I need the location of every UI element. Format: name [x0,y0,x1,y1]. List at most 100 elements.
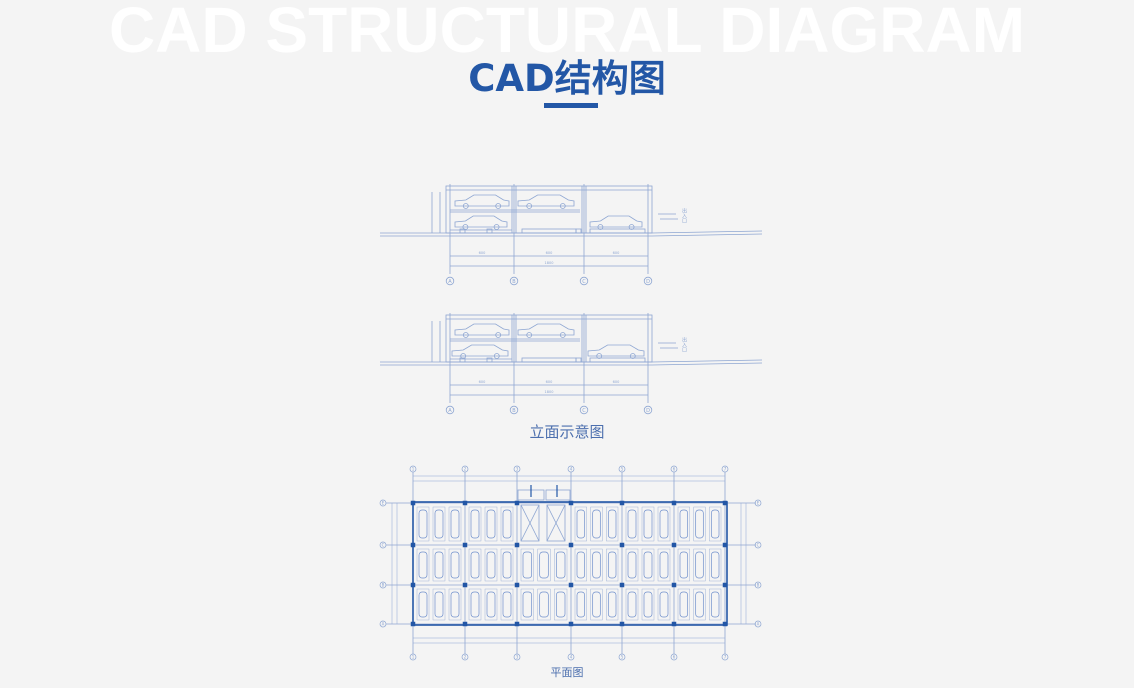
pallet-ground [521,357,577,363]
parking-bay [574,588,587,621]
parking-bay [590,548,603,582]
car-wheel [628,224,635,230]
car-topview [643,509,653,539]
car-wheel [559,203,566,209]
lift-unit [520,504,540,542]
parking-bay [693,506,706,542]
parking-bay [520,588,534,621]
car-wheel [596,353,603,359]
parking-bay [641,588,655,621]
column-marker [671,500,677,506]
car-topview [643,591,653,618]
parking-bay [484,548,498,582]
column-marker [462,621,468,627]
axis-label: D [646,408,650,414]
parking-bay [590,506,603,542]
car-wheel [629,353,636,359]
parking-bay [416,548,430,582]
parking-bay [693,588,706,621]
car-wheel [495,203,502,209]
grid-row-label: E [757,501,760,506]
grid-bubble [754,620,762,628]
span-dimension: 600 [546,380,553,384]
car-topview [486,551,496,579]
parking-bay [416,506,430,542]
column-marker [671,621,677,627]
parking-bay [537,548,551,582]
pallet-ground [521,228,577,234]
grid-column-label: 4 [570,467,573,472]
car-topview [539,551,549,579]
car-topview [539,591,549,618]
total-dimension: 1800 [545,390,554,394]
column-marker [410,582,416,588]
column-marker [514,500,520,506]
parking-bay [709,588,722,621]
parking-bay [709,506,722,542]
grid-bubble [461,465,469,473]
car-wheel [462,203,469,209]
axis-label: B [512,279,516,285]
elevation-frame [445,185,653,234]
car-topview [627,551,637,579]
column-marker [722,621,728,627]
car-ground [589,215,643,228]
lift-cross [520,504,540,542]
car-topview [576,509,586,539]
grid-bubble [721,465,729,473]
car-topview [418,591,428,618]
title-underline [544,103,598,108]
grid-row-label: B [382,583,385,588]
support-post [486,357,493,363]
page-title: CAD结构图 [468,57,666,100]
column-marker [568,542,574,548]
axis-bubble [509,276,519,286]
background-watermark-text: CAD STRUCTURAL DIAGRAM [108,0,1026,66]
car-topview [695,509,704,539]
entrance-label: 出入口 [681,207,687,224]
grid-bubble [409,465,417,473]
column-marker [568,500,574,506]
car-topview [710,509,720,539]
car-topview [418,551,428,579]
parking-bay [520,548,534,582]
car-topview [576,591,586,618]
car-topview [710,551,720,579]
column-marker [722,582,728,588]
car-topview [555,551,566,579]
grid-bubble [670,653,678,661]
car-topview [592,509,601,539]
grid-column-label: 1 [412,655,415,660]
column-marker [568,582,574,588]
grid-bubble [513,465,521,473]
car-wheel [597,224,604,230]
parking-bay [709,548,722,582]
elevation-frame [445,314,653,363]
car-topview [502,591,512,618]
car-topview [470,509,480,539]
column-marker [514,542,520,548]
pallet-ground [589,357,646,363]
axis-label: B [512,408,516,414]
car-upper [517,323,575,336]
parking-bay [574,506,587,542]
grid-bubble [513,653,521,661]
parking-bay [590,588,603,621]
car-topview [679,591,689,618]
span-dimension: 600 [546,251,553,255]
column-marker [410,542,416,548]
parking-bay [554,588,568,621]
ground-line [651,359,763,363]
ground-line [651,362,763,366]
axis-bubble [579,276,589,286]
grid-row-label: A [757,622,760,627]
grid-column-label: 2 [464,467,467,472]
car-topview [522,551,533,579]
car-topview [607,551,617,579]
entrance-label: 出入口 [681,336,687,353]
car-topview [659,551,669,579]
grid-bubble [618,465,626,473]
parking-bay [448,506,462,542]
column-marker [410,500,416,506]
